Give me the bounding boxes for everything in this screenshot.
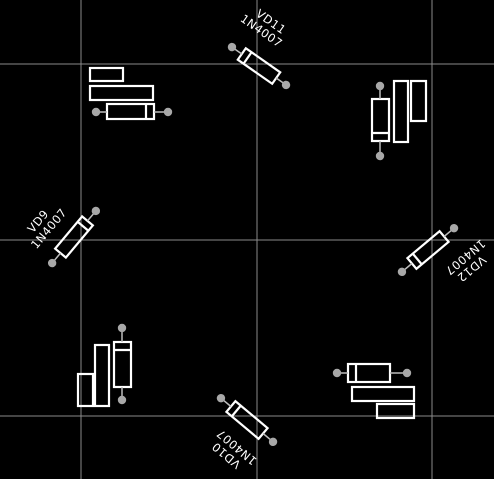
component-top-right[interactable] [370, 79, 428, 161]
component-top-right-silk-2 [392, 79, 410, 144]
component-top-left-silk-1 [88, 66, 125, 83]
diode-vd12[interactable] [394, 220, 462, 280]
diode-vd9-lead-a [53, 252, 62, 262]
diode-vd10-cathode-band [230, 404, 242, 418]
diode-vd11-lead-a [233, 47, 243, 55]
component-top-right-pad-1[interactable] [375, 81, 385, 91]
diode-vd10-lead-b [262, 432, 272, 441]
diode-vd11-body [236, 46, 282, 86]
diode-vd9-pad-1[interactable] [46, 257, 58, 269]
diode-vd11[interactable] [225, 39, 294, 93]
diode-vd9-body [53, 214, 95, 260]
component-bottom-left-pad-1[interactable] [117, 323, 127, 333]
diode-vd12-lead-b [443, 229, 453, 238]
diode-vd10-lead-a [222, 399, 232, 408]
component-bottom-right-silk-2 [375, 402, 416, 420]
component-top-left-pad-1[interactable] [91, 107, 101, 117]
component-top-left-silk-2 [88, 84, 155, 102]
component-bottom-left-silk-1 [76, 372, 95, 408]
diode-vd12-labels: VD12 1N4007 [442, 236, 489, 285]
diode-vd10-pad-1[interactable] [215, 392, 227, 404]
diode-vd9-lead-b [86, 212, 95, 222]
component-bottom-left-silk-2 [93, 343, 111, 408]
diode-vd9-pad-2[interactable] [90, 205, 102, 217]
diode-vd11-labels: VD11 1N4007 [238, 6, 289, 50]
diode-vd11-pad-1[interactable] [226, 41, 238, 53]
diode-vd11-pad-2[interactable] [280, 79, 292, 91]
diode-vd10[interactable] [213, 390, 281, 450]
diode-vd11-cathode-band [242, 51, 253, 65]
diode-vd10-body [224, 399, 270, 441]
component-bottom-right-pad-2[interactable] [402, 368, 412, 378]
component-bottom-left[interactable] [76, 323, 133, 408]
diode-vd12-pad-1[interactable] [396, 266, 408, 278]
diode-vd12-pad-2[interactable] [448, 222, 460, 234]
component-bottom-left-body [112, 340, 133, 389]
diode-vd9[interactable] [44, 203, 104, 271]
diode-vd10-pad-2[interactable] [267, 436, 279, 448]
diode-vd9-cathode-band [76, 220, 90, 232]
component-bottom-right-silk-1 [350, 385, 416, 403]
component-bottom-right-pad-1[interactable] [332, 368, 342, 378]
diode-vd12-lead-a [403, 262, 413, 271]
component-top-left-pad-2[interactable] [163, 107, 173, 117]
component-bottom-right-body [346, 362, 392, 384]
component-bottom-right[interactable] [332, 362, 416, 420]
component-top-right-silk-1 [409, 79, 428, 123]
component-top-right-pad-2[interactable] [375, 151, 385, 161]
diode-vd9-labels: VD9 1N4007 [24, 206, 69, 252]
diode-vd12-body [405, 229, 451, 271]
diode-vd12-cathode-band [411, 252, 423, 266]
component-top-left[interactable] [88, 66, 173, 121]
component-bottom-left-pad-2[interactable] [117, 395, 127, 405]
component-top-right-body [370, 97, 391, 143]
